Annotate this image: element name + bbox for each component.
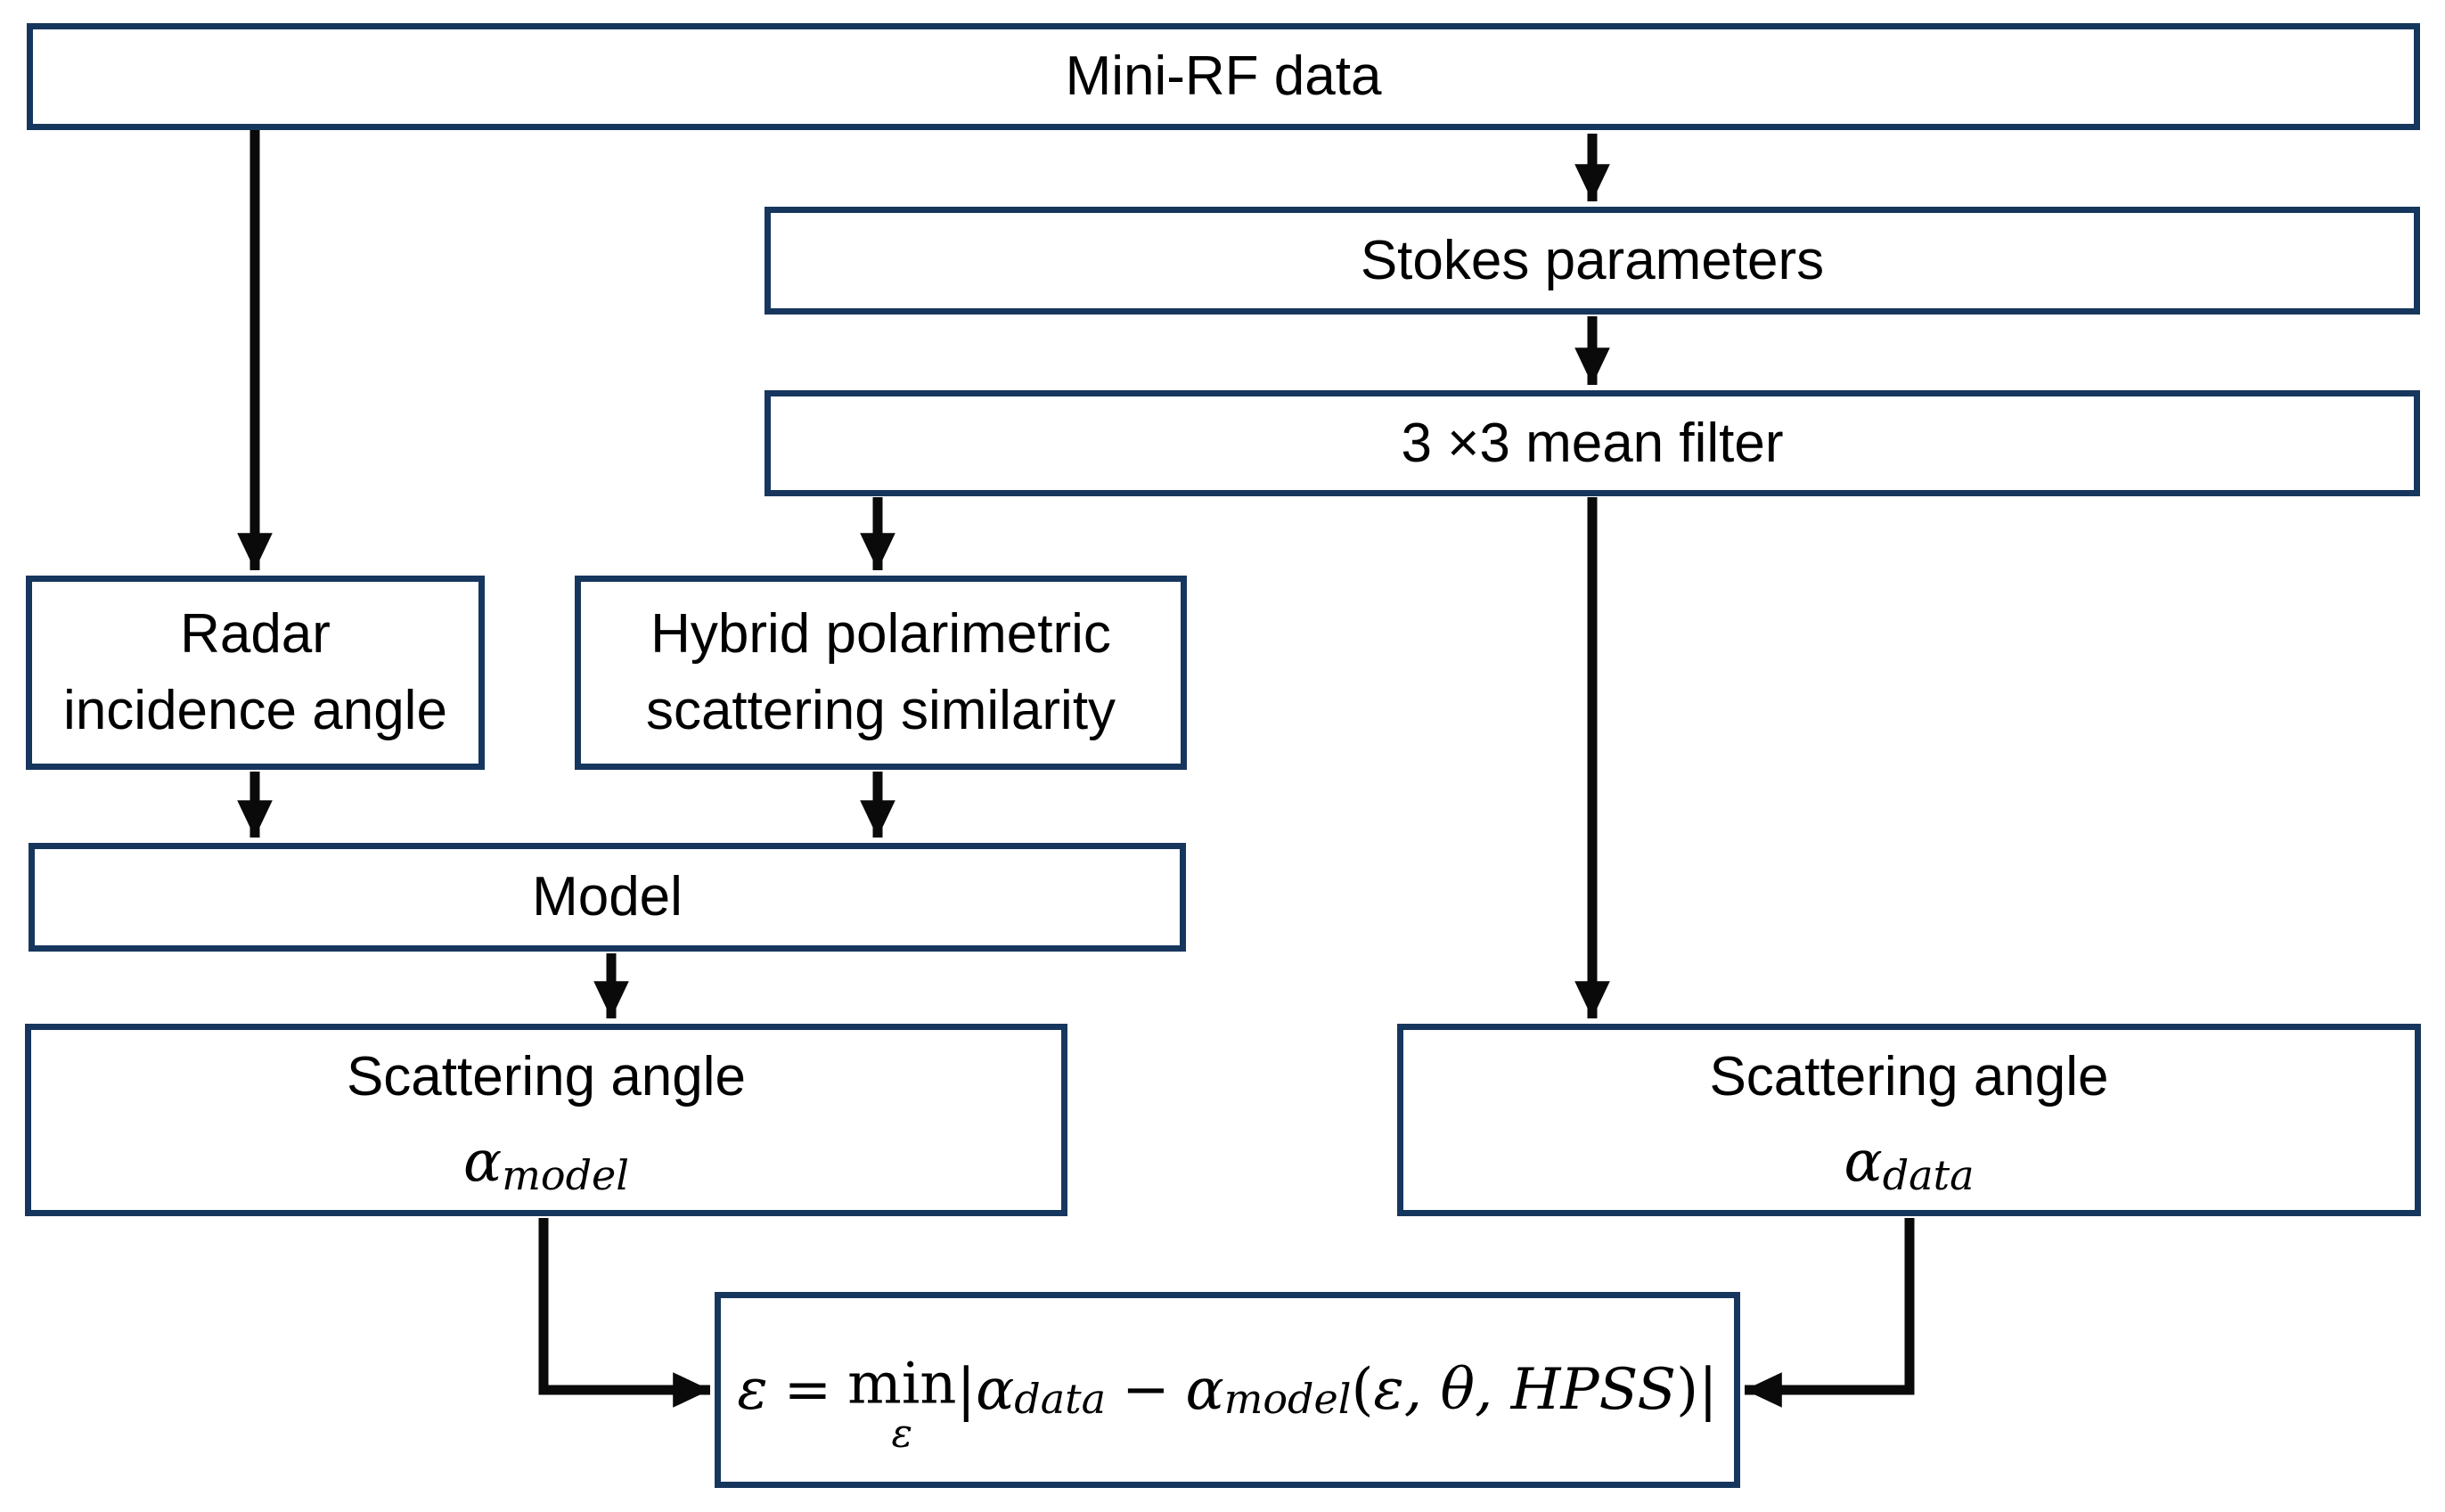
box-scattering-angle-data: Scattering angle αdata bbox=[1397, 1024, 2421, 1216]
box-minimization-equation: ε = min ε | α data − α model ( ε, θ, HPS… bbox=[715, 1292, 1740, 1488]
eq-close-bar: | bbox=[1698, 1357, 1718, 1423]
eq-minus: − bbox=[1121, 1357, 1170, 1423]
arrow-alpha-data-to-equation bbox=[1744, 1218, 1915, 1408]
box-mini-rf-data: Mini-RF data bbox=[27, 23, 2420, 130]
model-label: Model bbox=[532, 866, 683, 928]
alpha-model-symbol: αmodel bbox=[463, 1128, 629, 1199]
eq-equals: = bbox=[783, 1357, 832, 1423]
hybrid-label-line2: scattering similarity bbox=[645, 680, 1116, 741]
box-scattering-angle-model: Scattering angle αmodel bbox=[25, 1024, 1067, 1216]
eq-min-subscript: ε bbox=[891, 1410, 913, 1457]
arrow-alpha-model-to-equation bbox=[538, 1218, 711, 1408]
mean-filter-label: 3 ×3 mean filter bbox=[1401, 412, 1784, 474]
eq-alpha-model-sub: model bbox=[1223, 1375, 1352, 1424]
hybrid-label-line1: Hybrid polarimetric bbox=[650, 603, 1111, 666]
radar-label-line2: incidence angle bbox=[63, 680, 447, 741]
scattering-angle-data-label: Scattering angle bbox=[1709, 1046, 2109, 1108]
box-model: Model bbox=[29, 843, 1186, 952]
eq-paren-open: ( bbox=[1351, 1357, 1374, 1423]
box-mean-filter: 3 ×3 mean filter bbox=[765, 390, 2420, 496]
stokes-parameters-label: Stokes parameters bbox=[1360, 229, 1825, 291]
eq-min-operator: min ε bbox=[847, 1356, 956, 1454]
mini-rf-data-label: Mini-RF data bbox=[1065, 45, 1382, 108]
eq-alpha-data-sub: data bbox=[1014, 1375, 1107, 1424]
eq-epsilon: ε bbox=[737, 1357, 768, 1423]
eq-open-bar: | bbox=[956, 1357, 977, 1423]
box-hybrid-polarimetric-scattering-similarity: Hybrid polarimetric scattering similarit… bbox=[575, 576, 1187, 770]
radar-label-line1: Radar bbox=[180, 603, 331, 666]
alpha-data-symbol: αdata bbox=[1844, 1128, 1975, 1199]
box-stokes-parameters: Stokes parameters bbox=[765, 207, 2420, 315]
eq-alpha-data: α bbox=[976, 1357, 1015, 1423]
equation: ε = min ε | α data − α model ( ε, θ, HPS… bbox=[737, 1341, 1718, 1454]
box-radar-incidence-angle: Radar incidence angle bbox=[26, 576, 485, 770]
eq-alpha-model: α bbox=[1185, 1357, 1224, 1423]
eq-min-word: min bbox=[847, 1351, 957, 1418]
eq-paren-close: ) bbox=[1676, 1357, 1699, 1423]
eq-arguments: ε, θ, HPSS bbox=[1373, 1357, 1677, 1423]
scattering-angle-model-label: Scattering angle bbox=[346, 1046, 747, 1108]
